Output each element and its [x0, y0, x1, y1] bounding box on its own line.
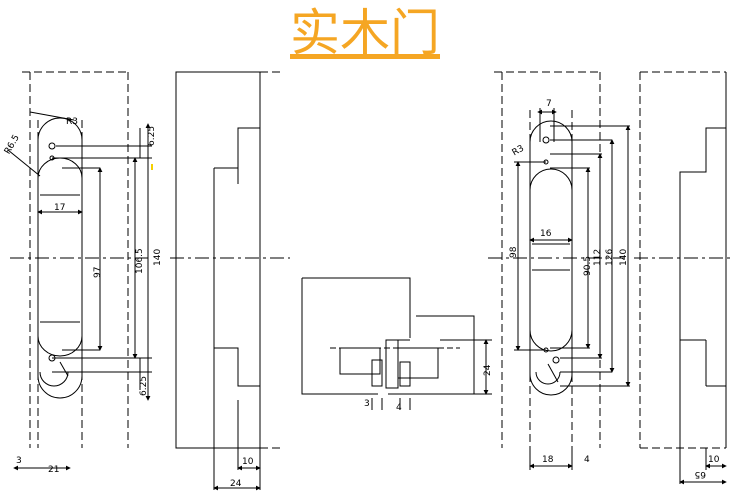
dim-1065: 106.5	[135, 248, 145, 274]
dim-16: 16	[540, 229, 552, 239]
dim-3-center: 3	[364, 399, 370, 409]
dim-r65-left: R6.5	[3, 133, 22, 156]
dim-97: 97	[93, 267, 103, 278]
dim-905: 90.5	[583, 256, 593, 276]
page-title: 实木门	[290, 4, 440, 62]
dim-24-center: 24	[483, 364, 493, 376]
dim-4-center: 4	[396, 403, 402, 413]
dim-r3-left: R3	[66, 117, 78, 127]
dim-3-left: 3	[16, 456, 22, 466]
left-front-view	[7, 71, 153, 471]
dim-140-right: 140	[619, 249, 629, 266]
dim-24-left: 24	[230, 479, 242, 489]
dim-7: 7	[546, 99, 552, 109]
dim-65: 65	[695, 469, 706, 479]
dim-112: 112	[593, 249, 603, 266]
dim-140-left: 140	[153, 249, 163, 266]
dim-r3-right: R3	[511, 144, 526, 159]
dim-18: 18	[542, 455, 554, 465]
dim-625-top: 6.25	[147, 126, 157, 146]
dim-10-left: 10	[242, 457, 254, 467]
dim-4-right: 4	[584, 455, 590, 465]
dim-21: 21	[48, 465, 59, 475]
dim-625-bot: 6.25	[139, 376, 149, 396]
right-side-view	[634, 71, 730, 485]
dim-126: 126	[605, 249, 615, 266]
left-side-view	[170, 71, 290, 491]
dim-17: 17	[54, 203, 65, 213]
dim-98: 98	[509, 246, 519, 258]
right-front-view	[488, 71, 631, 470]
dim-10-right: 10	[708, 455, 720, 465]
center-plan-view	[301, 277, 492, 410]
